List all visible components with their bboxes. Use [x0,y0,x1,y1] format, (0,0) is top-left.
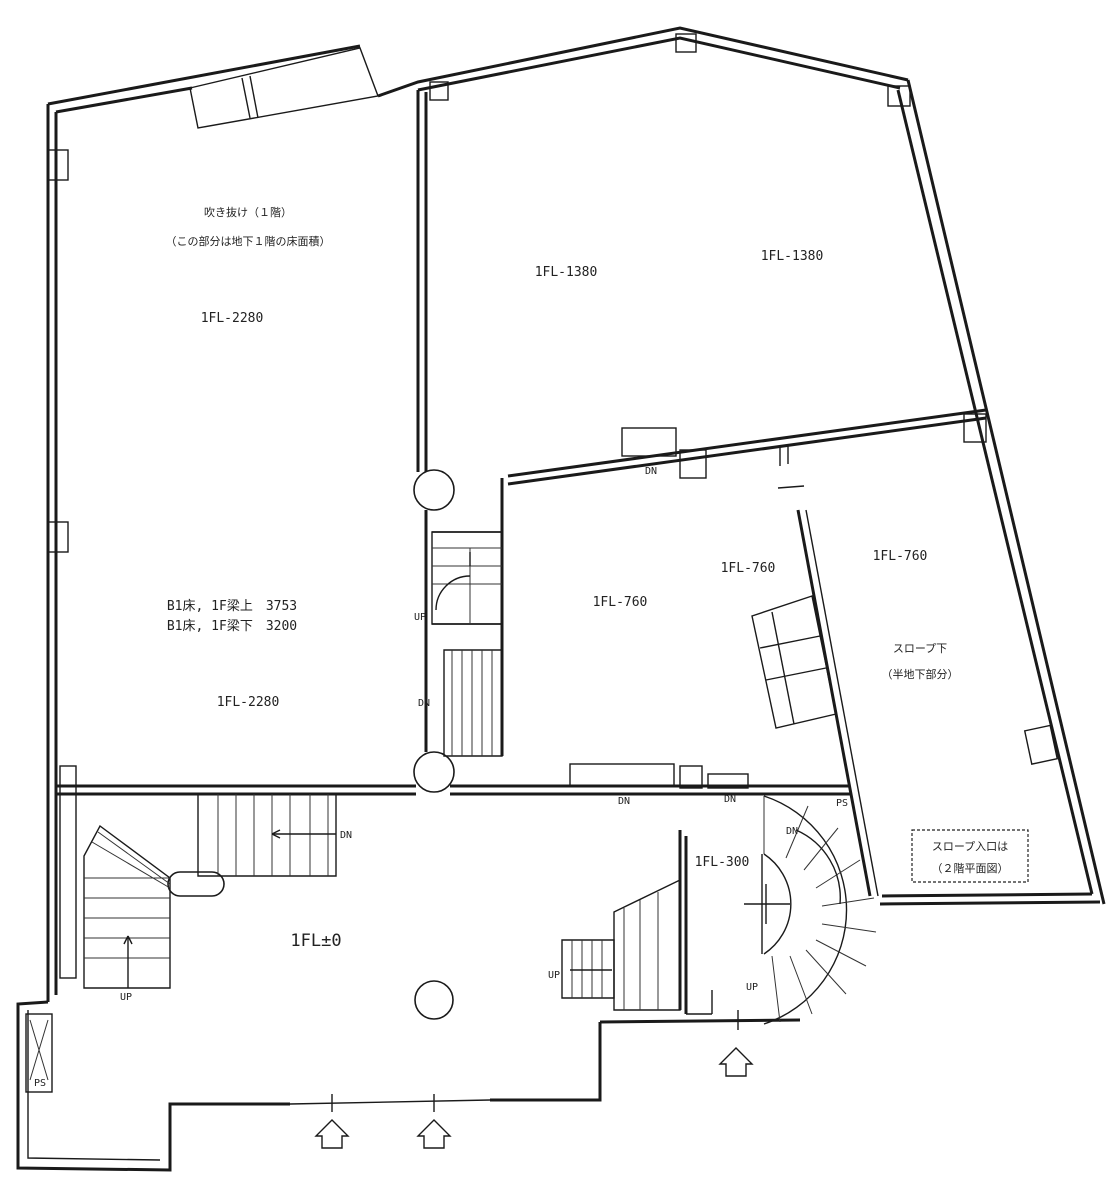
stair-spiral [744,795,877,1025]
entrance-arrow-1-icon [314,1119,350,1149]
oval-column [167,871,225,897]
up-label-spiral: UP [746,982,758,993]
spiral-level: 1FL-300 [695,855,750,870]
north-east-level: 1FL-1380 [761,249,824,264]
slope-under-note: （半地下部分） [882,667,959,681]
ps-shaft [25,1013,53,1093]
entrance-arrow-3-icon [718,1047,754,1077]
east-level: 1FL-760 [873,549,928,564]
void-level-top: 1FL-2280 [201,311,264,326]
ground-level: 1FL±0 [290,931,341,951]
stair-west-main [197,794,337,877]
entrance-arrow-2-icon [416,1119,452,1149]
entrance-arrows [314,1010,754,1149]
interior-walls [47,90,1059,1015]
void-title: 吹き抜け（１階） [204,205,292,219]
ps-label-spiral: PS [836,798,848,809]
north-mid-level: 1FL-1380 [535,265,598,280]
stair-core-south [443,649,503,757]
up-label-core: UP [414,612,426,623]
dn-label-core: DN [418,698,430,709]
center-level: 1FL-760 [593,595,648,610]
slope-entrance-line1: スロープ入口は [932,840,1008,853]
dn-label-west: DN [340,830,352,841]
dn-label-spiral: DN [786,826,798,837]
dn-label-center: DN [618,796,630,807]
round-column-3 [414,980,454,1020]
beam-under: B1床, 1F梁下 3200 [167,619,297,634]
up-label-east-small: UP [548,970,560,981]
stair-west-winder [83,824,171,989]
void-note: （この部分は地下１階の床面積） [166,234,331,248]
slope-under-title: スロープ下 [893,642,947,655]
columns [167,469,455,1020]
round-column-1 [413,469,455,511]
dn-label-center-east: DN [724,794,736,805]
ps-label-shaft: PS [34,1078,46,1089]
void-level-bottom: 1FL-2280 [217,695,280,710]
center-east-level: 1FL-760 [721,561,776,576]
stair-core-north [431,531,503,625]
beam-over: B1床, 1F梁上 3753 [167,599,297,614]
up-label-west: UP [120,992,132,1003]
stair-east-small [561,878,681,1011]
slope-entrance-line2: （２階平面図） [932,861,1009,875]
dn-label-north: DN [645,466,657,477]
outer-walls [16,26,1106,1172]
slope-entrance-note: スロープ入口は （２階平面図） [911,829,1029,883]
round-column-2 [413,751,455,793]
